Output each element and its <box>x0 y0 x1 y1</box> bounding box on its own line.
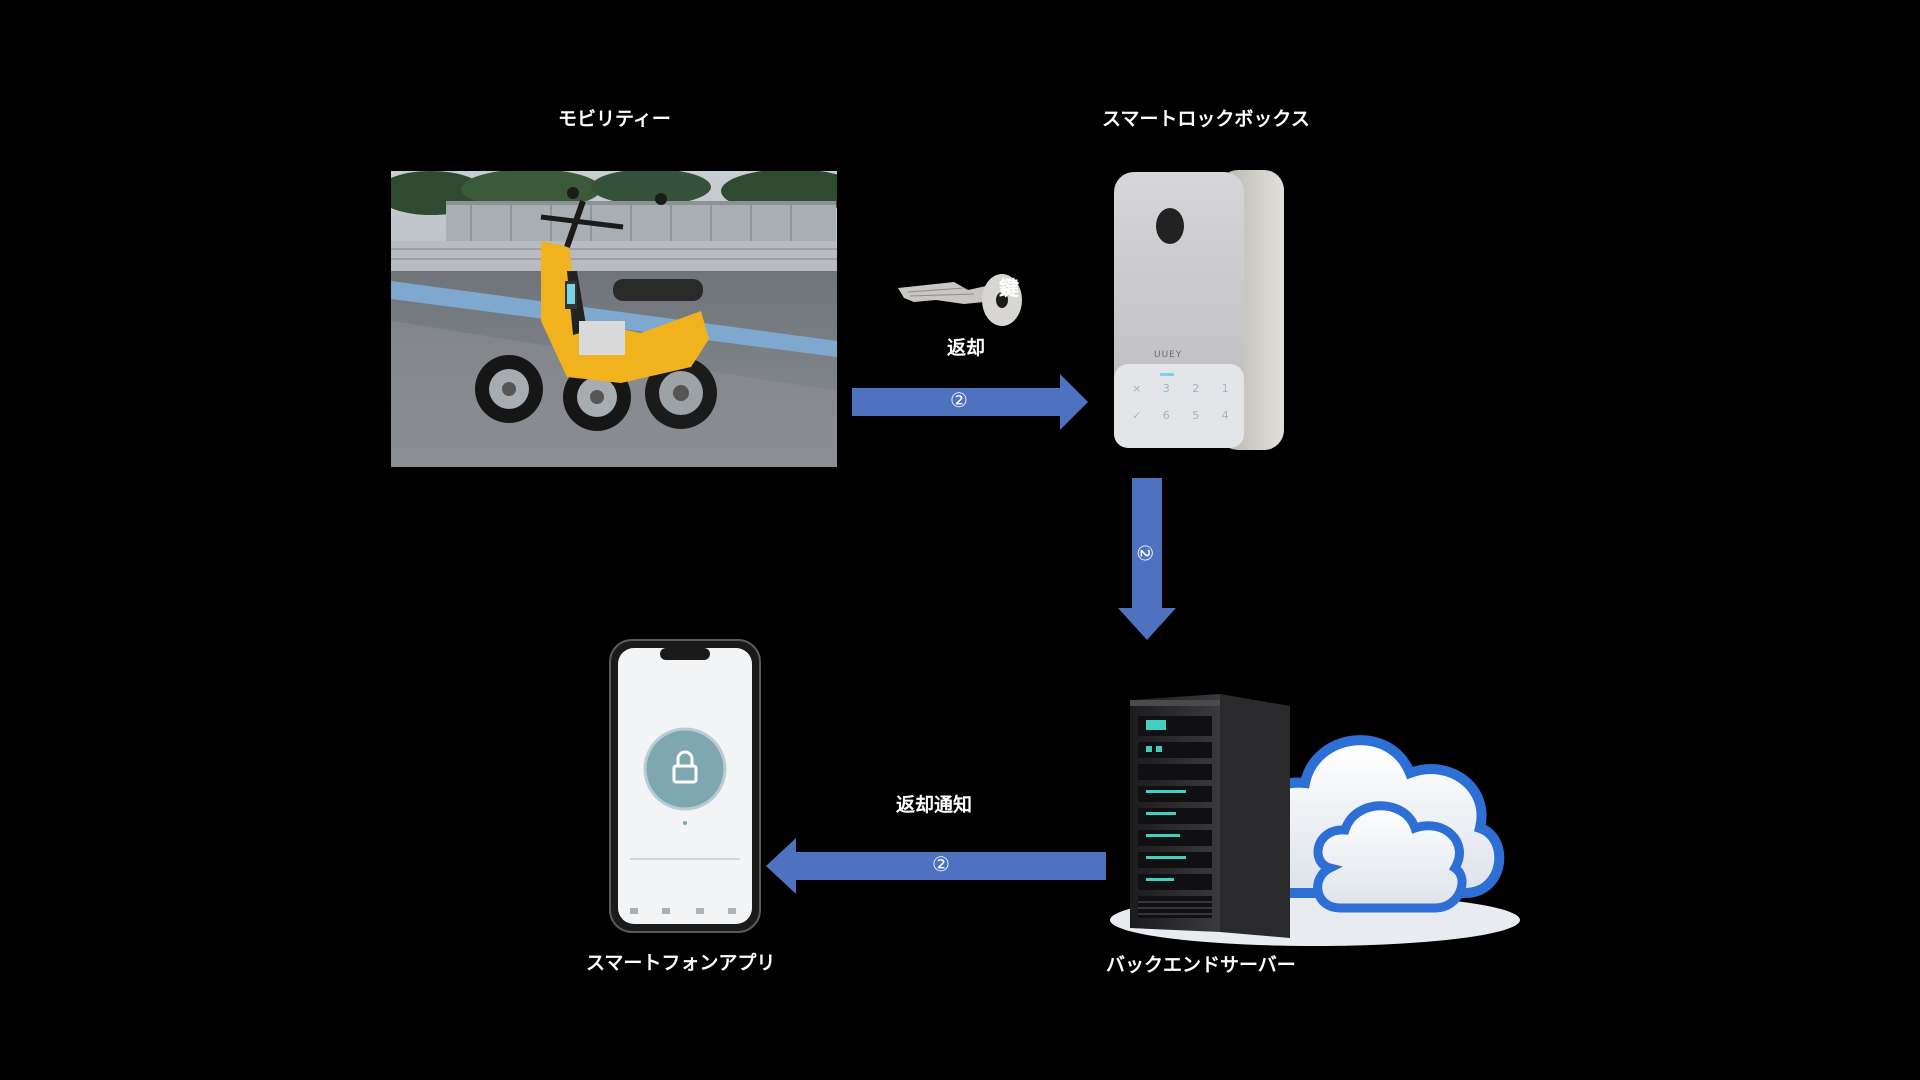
lockbox-label: スマートロックボックス <box>1102 108 1310 130</box>
return-notification-caption: 返却通知 <box>896 794 973 816</box>
keypad-key: 6 <box>1162 409 1170 422</box>
step-marker-lockbox-to-backend: ② <box>1132 544 1157 562</box>
keypad-key: 5 <box>1192 409 1200 422</box>
key-character: 鍵 <box>999 276 1019 300</box>
keypad-key: 3 <box>1162 382 1170 395</box>
keypad-key: ✓ <box>1132 409 1142 422</box>
keypad-key: 4 <box>1221 409 1229 422</box>
arrow-mobility-to-lockbox <box>850 372 1090 432</box>
smartphone-image <box>608 638 762 934</box>
backend-server-image <box>1100 688 1530 950</box>
backend-label: バックエンドサーバー <box>1106 954 1296 976</box>
keypad-key: 2 <box>1192 382 1200 395</box>
step-marker-mobility-to-lockbox: ② <box>950 388 968 412</box>
keypad-key: × <box>1132 382 1142 395</box>
keypad-key: 1 <box>1221 382 1229 395</box>
lockbox-keypad: × 3 2 1 ✓ 6 5 4 <box>1122 382 1240 422</box>
step-marker-backend-to-smartphone: ② <box>932 852 950 876</box>
lockbox-brand: UUEY <box>1154 350 1183 360</box>
mobility-label: モビリティー <box>558 108 671 130</box>
return-caption: 返却 <box>947 337 986 359</box>
smart-lockbox-image: UUEY × 3 2 1 ✓ 6 5 4 <box>1110 168 1290 454</box>
arrow-lockbox-to-backend <box>1116 476 1178 642</box>
arrow-backend-to-smartphone <box>764 836 1108 896</box>
key-image: 鍵 <box>894 272 1024 334</box>
mobility-photo <box>391 171 837 467</box>
smartphone-label: スマートフォンアプリ <box>586 952 776 974</box>
